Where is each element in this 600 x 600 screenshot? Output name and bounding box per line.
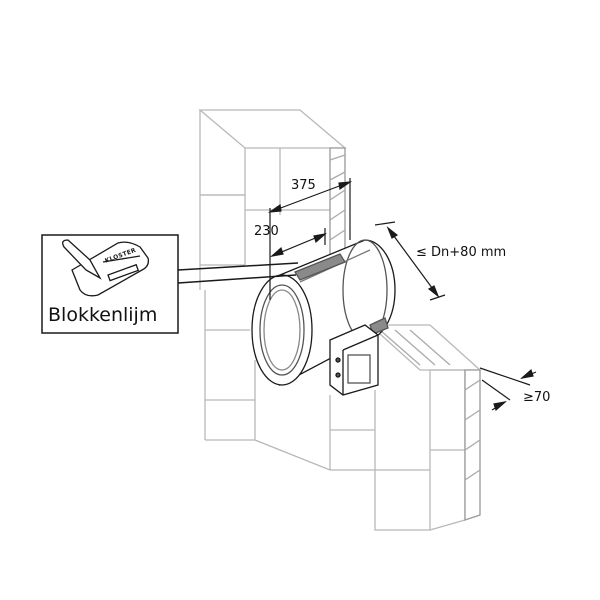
dimension-lines xyxy=(267,178,537,412)
dimension-375-label: 375 xyxy=(291,178,316,193)
dimension-230-label: 230 xyxy=(254,224,279,239)
duct-damper xyxy=(251,239,396,396)
min-distance-label: ≥70 xyxy=(523,390,551,405)
opening-size-label: ≤ Dn+80 mm xyxy=(416,245,507,260)
wall xyxy=(198,109,482,531)
adhesive-bag-icon xyxy=(62,239,150,297)
inset-label: Blokkenlijm xyxy=(48,304,158,326)
